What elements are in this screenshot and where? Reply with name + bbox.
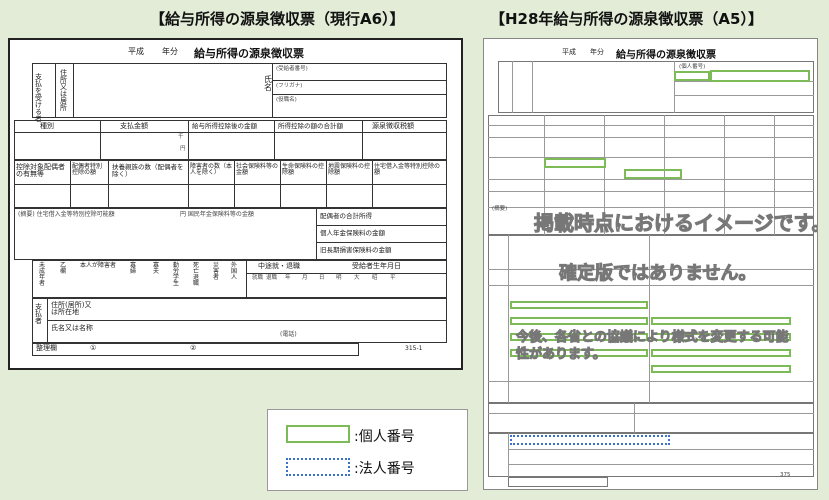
- personal-number-swatch: [286, 425, 350, 443]
- a5-dep-field-6: [651, 333, 791, 341]
- a5-dep-field-8: [651, 365, 791, 373]
- name-label: 氏名: [264, 75, 272, 92]
- a5-recipient-block: [498, 61, 814, 113]
- a5-form-title: 給与所得の源泉徴収票: [616, 50, 716, 61]
- payer-label: 支払者: [35, 303, 42, 325]
- a5-status-row: [488, 403, 814, 433]
- year-label: 年分: [162, 47, 178, 56]
- disabled-count-label: 障害者の数（本人を除く）: [190, 163, 233, 176]
- unit-thousand: 千: [178, 134, 184, 140]
- summary-note: (摘要) 住宅借入金等特別控除可能額: [18, 211, 115, 218]
- payer-name-label: 氏名又は名称: [51, 324, 93, 332]
- recipient-label: 支払を受ける者: [35, 73, 42, 123]
- status-foreigner: 外国人: [231, 262, 238, 281]
- status-otsu: 乙欄: [60, 262, 67, 275]
- address-label: 住所又は居所: [60, 69, 67, 112]
- a5-dep-field-1: [510, 301, 648, 309]
- h28-withholding-slip: 平成 年分 給与所得の源泉徴収票 (個人番号) (摘要) 掲載時点におけるイメー…: [483, 38, 818, 490]
- personal-number-legend: :個人番号: [354, 429, 415, 445]
- birthdate-label: 受給者生年月日: [352, 262, 401, 270]
- admin-label: 整理欄: [36, 344, 57, 352]
- col-after-deduction: 給与所得控除後の金額: [192, 122, 257, 130]
- era-label: 平成: [128, 47, 144, 56]
- a5-personal-number-label-box: [674, 71, 710, 81]
- a5-dep-field-2: [510, 317, 648, 325]
- a5-personal-number-label: (個人番号): [679, 64, 706, 70]
- a5-watermark-1: 掲載時点におけるイメージです。: [534, 211, 818, 236]
- col-type: 種別: [40, 122, 54, 130]
- a5-watermark-2: 確定版ではありません。: [558, 263, 757, 285]
- admin-row: [32, 343, 359, 356]
- housing-loan-label: 住宅借入金等特別控除の額: [374, 163, 441, 176]
- a5-dependents-area: [488, 235, 814, 403]
- a5-dep-field-3: [510, 333, 648, 341]
- a5-admin-row: [508, 477, 608, 487]
- payer-address-label: 住所(居所)又は所在地: [51, 301, 92, 316]
- a5-corporate-number-field: [510, 435, 670, 445]
- status-disabled: 本人が障害者: [80, 262, 117, 269]
- a5-dependent-number-field: [624, 169, 682, 179]
- date-day: 日: [319, 275, 325, 281]
- corporate-number-legend: :法人番号: [354, 461, 415, 477]
- corporate-number-swatch: [286, 458, 350, 476]
- col-payment-amount: 支払金額: [120, 122, 148, 130]
- earthquake-insurance-label: 地震保険料の控除額: [328, 163, 371, 176]
- amounts-table: [14, 120, 447, 160]
- date-year: 年: [285, 275, 291, 281]
- a5-personal-number-field: [710, 70, 810, 82]
- a5-era-label: 平成: [562, 48, 576, 56]
- current-withholding-slip: 平成 年分 給与所得の源泉徴収票 支払を受ける者 住所又は居所 (受給者番号) …: [8, 38, 463, 370]
- employment-change-label: 中途就・退職: [258, 262, 300, 270]
- legend-box: :個人番号 :法人番号: [267, 409, 468, 491]
- private-pension-label: 個人年金保険料の金額: [320, 229, 385, 237]
- a5-payer-block: [488, 433, 814, 477]
- spouse-total-income-label: 配偶者の合計所得: [320, 212, 372, 220]
- status-widow: 寡婦: [130, 262, 137, 275]
- old-ltc-insurance-label: 旧長期損害保険料の金額: [320, 246, 392, 254]
- a5-spouse-number-field: [544, 158, 606, 168]
- admin-slot-1: ①: [90, 344, 97, 352]
- date-retired: 退職: [266, 275, 278, 281]
- id-number-label: (受給者番号): [276, 66, 308, 72]
- a5-form-code: 375: [780, 472, 791, 478]
- summary-area: [14, 208, 447, 260]
- form-code: 315-1: [405, 345, 423, 352]
- furigana-label: (フリガナ): [276, 83, 303, 89]
- a5-watermark-3: 今後、各省との協議により様式を変更する可能性があります。: [516, 330, 790, 363]
- status-death-retirement: 死亡退職: [193, 262, 200, 287]
- phone-label: (電話): [280, 331, 297, 338]
- recipient-block: [32, 63, 447, 118]
- a5-dep-field-7: [651, 349, 791, 357]
- h28-form-caption: 【H28年給与所得の源泉徴収票（A5）】: [490, 10, 763, 28]
- a5-summary-label: (摘要): [492, 206, 508, 212]
- era-heisei: 平: [390, 275, 396, 281]
- unit-yen: 円: [180, 146, 186, 152]
- position-label: (役職名): [276, 97, 297, 103]
- a5-dep-field-4: [510, 349, 648, 357]
- col-withholding-tax: 源泉徴収税額: [372, 122, 414, 130]
- pension-note: 円 国民年金保険料等の金額: [180, 211, 254, 218]
- life-insurance-label: 生命保険料の控除額: [282, 163, 325, 176]
- status-student: 勤労学生: [173, 262, 180, 287]
- a5-dep-field-5: [651, 317, 791, 325]
- status-minor: 未成年者: [39, 262, 46, 287]
- status-widower: 寡夫: [153, 262, 160, 275]
- spouse-label: 控除対象配偶者の有無等: [16, 163, 65, 178]
- current-form-caption: 【給与所得の源泉徴収票（現行A6）】: [150, 10, 405, 28]
- a5-year-label: 年分: [590, 48, 604, 56]
- a5-amounts-table: [488, 115, 814, 235]
- form-title: 給与所得の源泉徴収票: [194, 47, 304, 60]
- era-showa: 昭: [372, 275, 378, 281]
- era-taisho: 大: [354, 275, 360, 281]
- status-row: [32, 260, 447, 298]
- admin-slot-2: ②: [190, 344, 197, 352]
- date-month: 月: [302, 275, 308, 281]
- social-insurance-label: 社会保険料等の金額: [236, 163, 279, 176]
- status-disaster: 災害者: [213, 262, 220, 281]
- dependents-label: 扶養親族の数（配偶者を除く）: [112, 163, 184, 178]
- spouse-special-label: 配偶者特別控除の額: [72, 163, 103, 176]
- date-hired: 就職: [252, 275, 264, 281]
- era-meiji: 明: [336, 275, 342, 281]
- col-total-deduction: 所得控除の額の合計額: [278, 122, 343, 130]
